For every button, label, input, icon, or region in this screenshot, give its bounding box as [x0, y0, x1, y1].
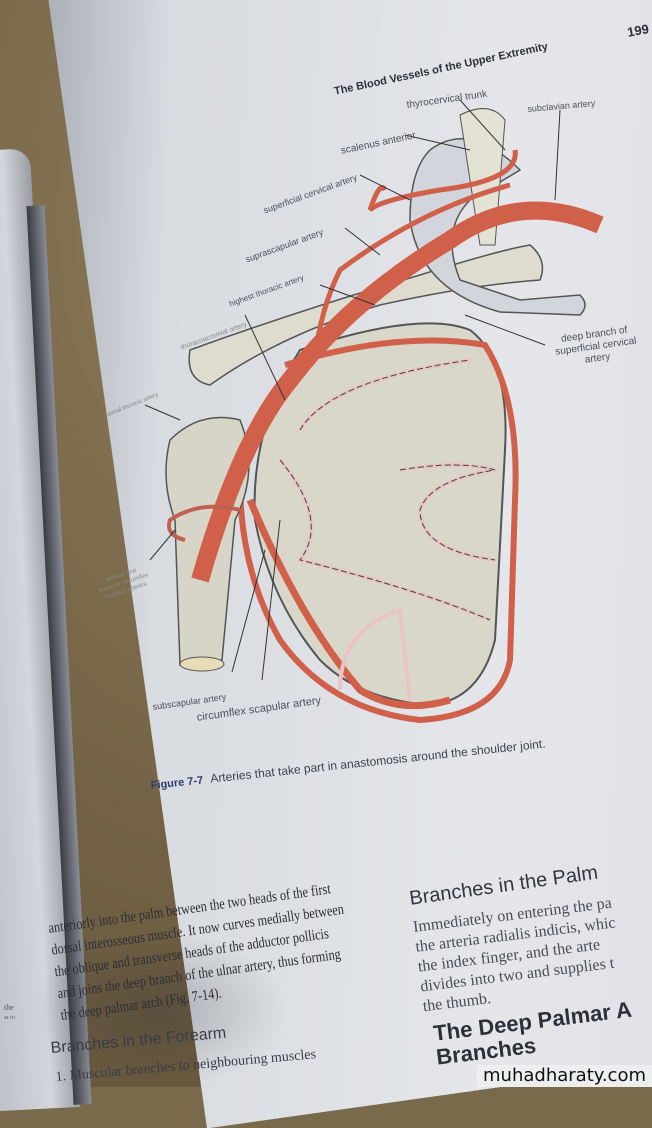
watermark: muhadharaty.com [477, 1065, 652, 1087]
left-page-fragment: ar to [4, 1015, 15, 1021]
suprascapular-branch [312, 182, 511, 361]
superficial-cervical-branch [367, 149, 518, 212]
circumflex-humeral-branch [167, 504, 241, 542]
anastomosis-vessel [338, 607, 412, 701]
left-page-fragment: the [4, 1003, 14, 1012]
humerus-cut-end [179, 656, 225, 672]
anatomy-figure [144, 99, 604, 724]
scapula-outline [237, 337, 519, 724]
axillary-artery [191, 201, 604, 583]
first-rib [409, 138, 586, 316]
